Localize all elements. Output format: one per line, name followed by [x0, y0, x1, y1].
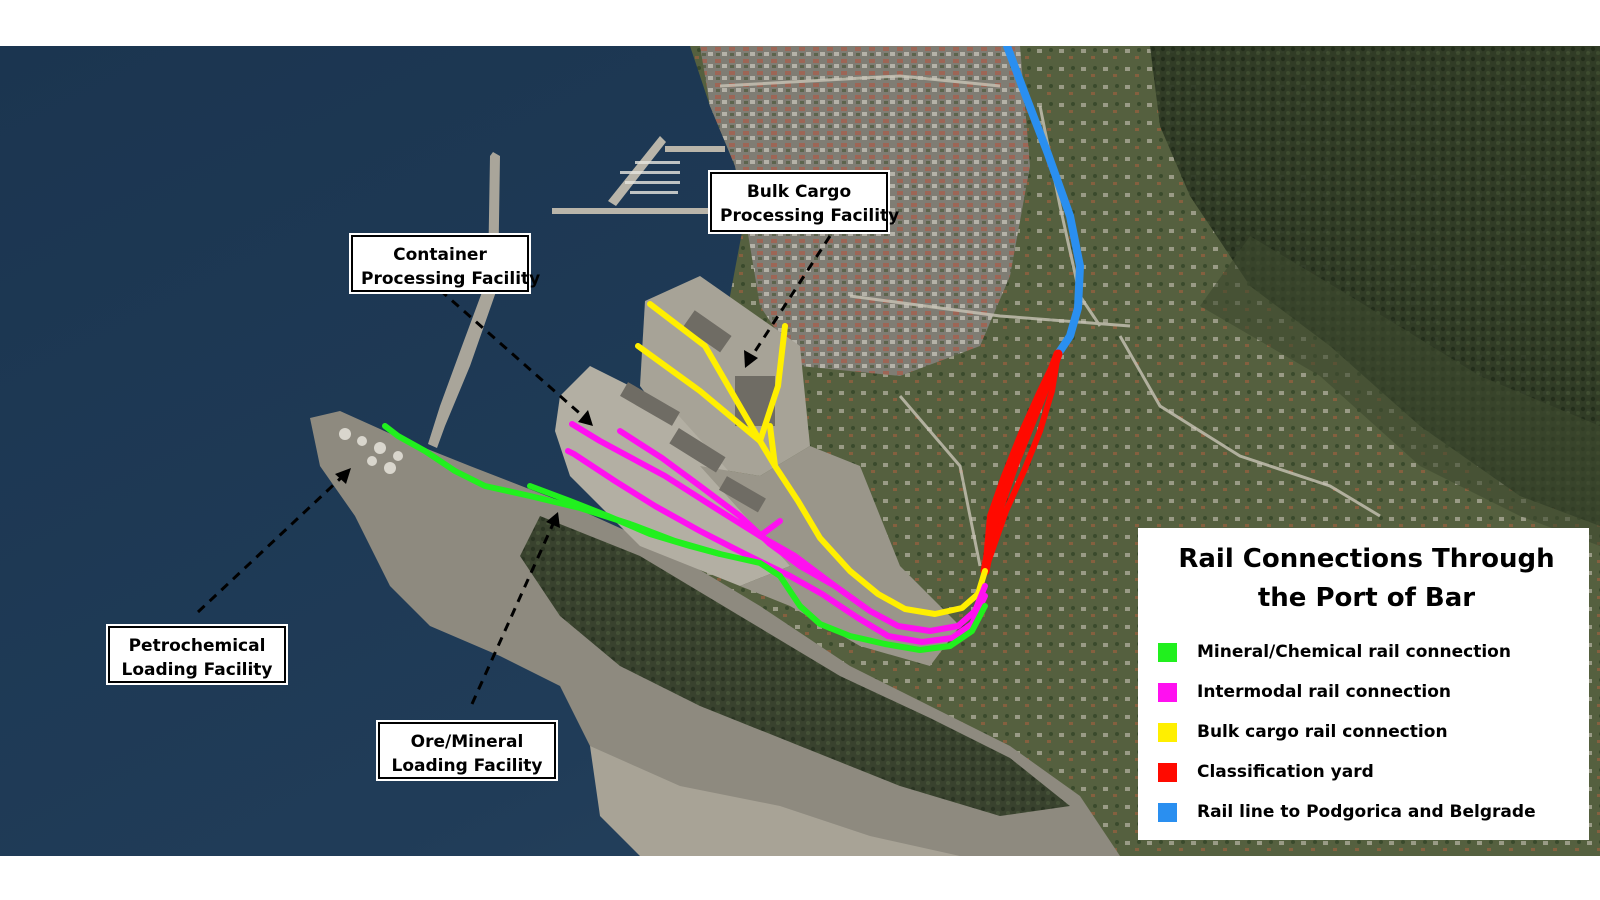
breakwater	[428, 152, 500, 448]
callout-petrochemical: Petrochemical Loading Facility	[108, 626, 286, 683]
marina-boats	[620, 161, 680, 194]
bulk-cargo-rail	[635, 301, 988, 617]
headland-forest	[520, 516, 1070, 816]
legend-items: Mineral/Chemical rail connection Intermo…	[1158, 632, 1575, 832]
classification-yard	[980, 349, 1063, 576]
legend: Rail Connections Through the Port of Bar…	[1138, 528, 1589, 840]
callout-bulk-cargo-line-1: Bulk Cargo	[746, 182, 852, 202]
legend-label: Bulk cargo rail connection	[1197, 722, 1448, 742]
legend-swatch	[1158, 762, 1177, 782]
marina-pier	[552, 208, 712, 214]
callout-arrowheads	[335, 350, 758, 528]
legend-swatch	[1158, 642, 1177, 662]
legend-item-classification-yard: Classification yard	[1158, 752, 1575, 792]
legend-label: Rail line to Podgorica and Belgrade	[1197, 802, 1536, 822]
marina-dock	[665, 146, 725, 152]
legend-label: Intermodal rail connection	[1197, 682, 1451, 702]
callout-ore-mineral-line-1: Ore/Mineral	[410, 732, 524, 752]
callout-bulk-cargo-line-2: Processing Facility	[720, 206, 900, 226]
port-land	[700, 446, 960, 666]
callout-container-line-1: Container	[393, 245, 487, 265]
callout-arrows	[196, 235, 832, 705]
classification-yard-track-3	[982, 351, 1061, 574]
callout-petrochemical-line-1: Petrochemical	[128, 636, 266, 656]
callout-container: Container Processing Facility	[351, 235, 541, 292]
oil-tanks	[339, 428, 403, 474]
callout-container-line-2: Processing Facility	[361, 269, 541, 289]
legend-title: Rail Connections Through the Port of Bar	[1178, 544, 1555, 613]
callout-petrochemical-line-2: Loading Facility	[121, 660, 273, 680]
legend-swatch	[1158, 802, 1177, 822]
classification-yard-track-2	[982, 351, 1061, 574]
legend-swatch	[1158, 682, 1177, 702]
legend-item-intermodal: Intermodal rail connection	[1158, 672, 1575, 712]
warehouses	[620, 310, 775, 513]
mineral-chemical-rail	[382, 423, 988, 653]
pier-container	[555, 366, 790, 586]
intermodal-rail	[565, 421, 988, 645]
legend-label: Mineral/Chemical rail connection	[1197, 642, 1511, 662]
callout-bulk-cargo: Bulk Cargo Processing Facility	[710, 172, 900, 232]
legend-swatch	[1158, 722, 1177, 742]
legend-item-podgorica-line: Rail line to Podgorica and Belgrade	[1158, 792, 1575, 832]
headland-tip	[590, 746, 960, 856]
legend-label: Classification yard	[1197, 762, 1374, 782]
hills-east	[1200, 236, 1600, 546]
legend-item-mineral-chemical: Mineral/Chemical rail connection	[1158, 632, 1575, 672]
callout-ore-mineral: Ore/Mineral Loading Facility	[378, 722, 556, 779]
legend-item-bulk-cargo: Bulk cargo rail connection	[1158, 712, 1575, 752]
callout-ore-mineral-line-2: Loading Facility	[391, 756, 543, 776]
rail-line-podgorica	[1003, 46, 1085, 358]
